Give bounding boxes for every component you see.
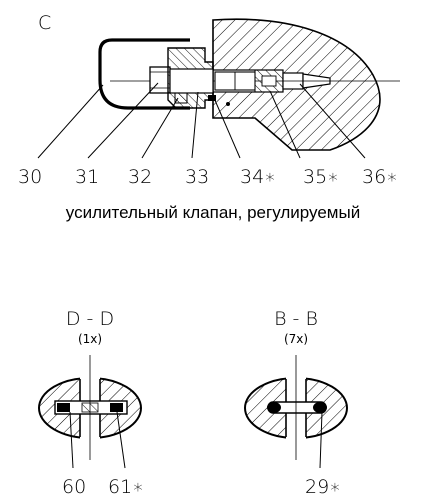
part-number: 30 [18,166,42,188]
valve-assembly-view: C [18,12,400,222]
section-title: B - B [274,308,318,330]
part-number: 33 [185,166,209,188]
seal-61 [110,403,123,412]
section-count: (7x) [284,332,308,346]
part-number: 36∗ [362,166,398,188]
part-number: 34∗ [240,166,276,188]
body-bore [169,68,214,94]
leader-line [116,411,126,469]
part-number: 31 [75,166,99,188]
part-number: 60 [62,476,86,498]
section-d-d: D - D (1x) 60 61∗ [38,308,144,498]
o-ring-right [313,402,327,413]
seal-ring [208,95,216,101]
seal-60 [57,403,70,412]
part-number: 61∗ [108,476,144,498]
leader-line [69,411,74,469]
leader-lines [37,82,366,159]
adjusting-screw [149,66,171,94]
part-number-row: 30 31 32 33 34∗ 35∗ 36∗ [18,166,398,188]
section-title: D - D [66,308,114,330]
section-b-b: B - B (7x) 29∗ [244,308,348,498]
o-ring-left [267,402,281,413]
part-number: 35∗ [303,166,339,188]
leader-line [319,411,323,469]
part-number: 29∗ [305,476,341,498]
caption: усилительный клапан, регулируемый [66,203,360,222]
view-label: C [38,12,51,34]
section-count: (1x) [78,332,102,346]
part-number: 32 [128,166,152,188]
protective-cap [98,38,190,110]
